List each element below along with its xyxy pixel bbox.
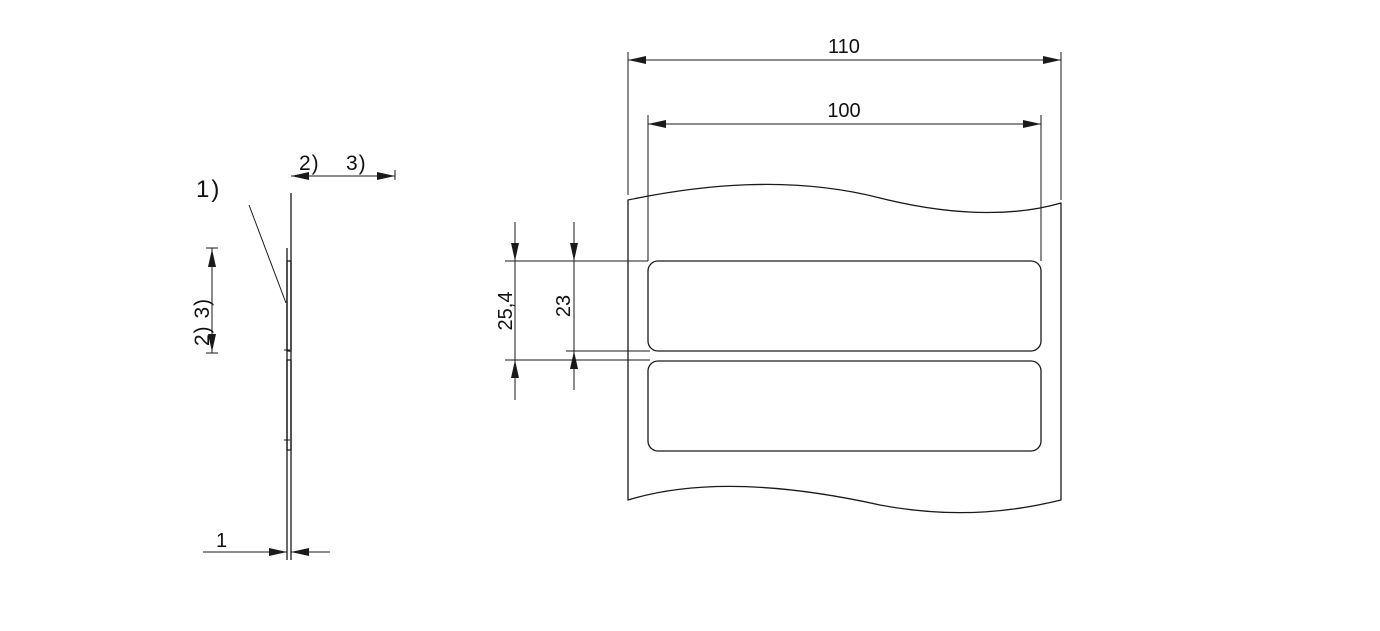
vertical-note: 2) 3) <box>191 298 214 346</box>
vert-dim-arrow-top <box>208 249 216 267</box>
thickness-label: 1 <box>216 530 227 552</box>
dim-110-arrow-right <box>1043 56 1061 64</box>
top-dim-arrow-right <box>377 172 395 180</box>
dim-100-arrow-left <box>648 120 666 128</box>
side-view: 1) 2) 3) 2) 3) 1 <box>191 152 396 560</box>
thickness-arrow-right <box>291 548 309 556</box>
top-note-3: 3) <box>346 152 367 175</box>
label-height-label: 23 <box>553 295 575 317</box>
carrier-web <box>627 183 1062 514</box>
dim-110-arrow-left <box>628 56 646 64</box>
front-view: 110 100 25,4 23 <box>495 36 1062 514</box>
label-width-label: 100 <box>827 100 860 122</box>
dim-100-arrow-right <box>1023 120 1041 128</box>
top-dim-arrow-left <box>291 172 309 180</box>
dim-pitch-arrow-bottom <box>511 360 519 378</box>
callout-label: 1) <box>196 176 221 203</box>
callout-leader <box>248 204 287 304</box>
dim-pitch-arrow-top <box>511 243 519 261</box>
side-label-tab-2 <box>286 359 292 451</box>
dim-height-arrow-bottom <box>570 351 578 369</box>
label-2 <box>647 360 1042 452</box>
top-note-2: 2) <box>299 152 320 175</box>
side-label-tab-1 <box>286 260 292 352</box>
overall-width-label: 110 <box>828 36 860 58</box>
dim-height-arrow-top <box>570 243 578 261</box>
pitch-label: 25,4 <box>495 292 517 331</box>
label-1 <box>647 260 1042 352</box>
thickness-arrow-left <box>269 548 287 556</box>
vert-dim-arrow-bottom <box>208 334 216 352</box>
